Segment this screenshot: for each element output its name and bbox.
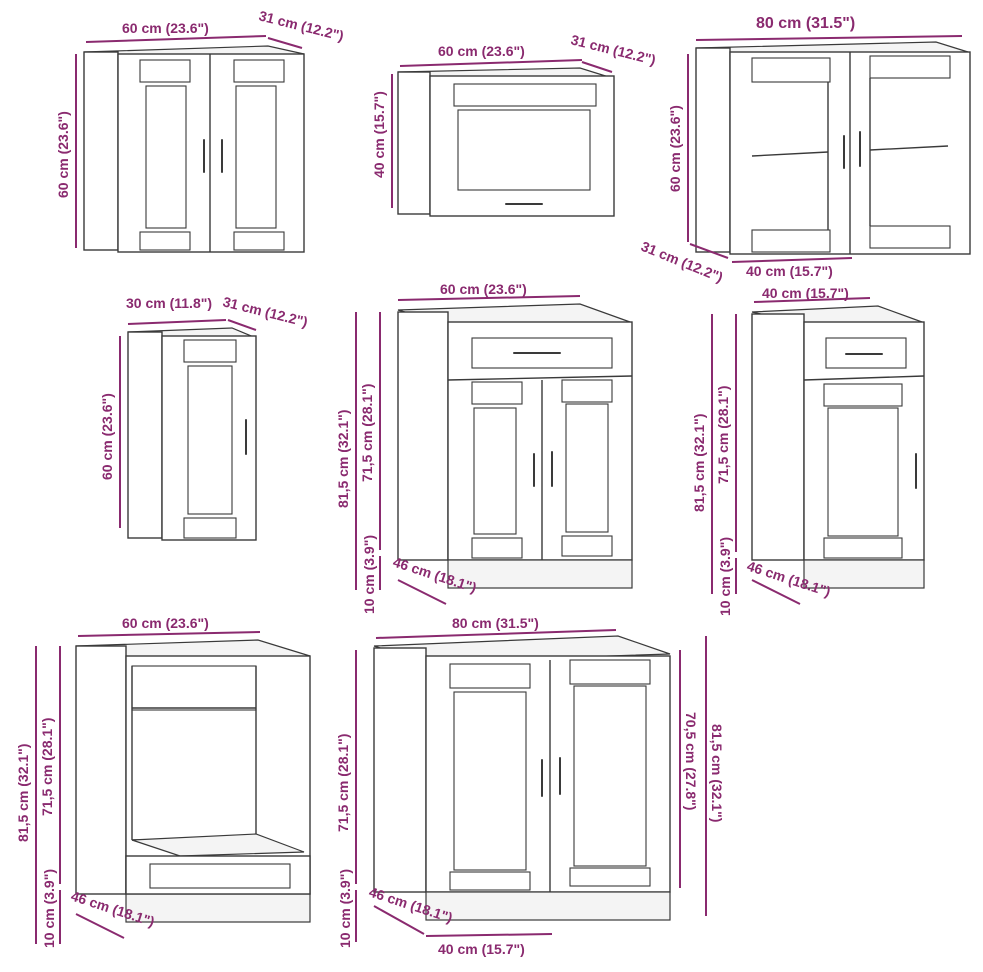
depth-label: 31 cm (12.2") xyxy=(221,293,309,330)
sink-cabinet-80: 80 cm (31.5") 71,5 cm (28.1") 10 cm (3.9… xyxy=(335,615,725,957)
plinth-height-label: 10 cm (3.9") xyxy=(717,537,733,616)
glass-cabinet-80: 80 cm (31.5") 60 cm (23.6") 31 cm (12.2"… xyxy=(639,15,971,285)
hood-cabinet-60: 60 cm (23.6") 31 cm (12.2") 40 cm (15.7"… xyxy=(371,31,657,217)
body-height-label: 71,5 cm (28.1") xyxy=(359,384,375,482)
width-label: 30 cm (11.8") xyxy=(126,295,212,311)
total-height-label: 81,5 cm (32.1") xyxy=(335,410,351,508)
inner-height-label: 70,5 cm (27.8") xyxy=(683,712,699,810)
width-label: 60 cm (23.6") xyxy=(440,281,527,297)
base-cabinet-60-drawer: 60 cm (23.6") 81,5 cm (32.1") 71,5 cm (2… xyxy=(335,281,633,614)
plinth-height-label: 10 cm (3.9") xyxy=(337,869,353,948)
wall-cabinet-60: 60 cm (23.6") 31 cm (12.2") 60 cm (23.6"… xyxy=(55,7,345,253)
height-label: 60 cm (23.6") xyxy=(667,105,683,192)
width-label: 60 cm (23.6") xyxy=(122,20,209,36)
wall-cabinet-30: 30 cm (11.8") 31 cm (12.2") 60 cm (23.6"… xyxy=(99,293,309,541)
height-label: 40 cm (15.7") xyxy=(371,91,387,178)
width-label: 40 cm (15.7") xyxy=(762,285,849,301)
height-label: 60 cm (23.6") xyxy=(55,111,71,198)
width-label: 80 cm (31.5") xyxy=(452,615,539,631)
body-height-label: 71,5 cm (28.1") xyxy=(715,386,731,484)
total-height-label: 81,5 cm (32.1") xyxy=(15,744,31,842)
width-label: 60 cm (23.6") xyxy=(438,43,525,59)
total-height-label: 81,5 cm (32.1") xyxy=(691,414,707,512)
body-height-label: 71,5 cm (28.1") xyxy=(39,718,55,816)
oven-cabinet-60: 60 cm (23.6") 81,5 cm (32.1") 71,5 cm (2… xyxy=(15,615,311,948)
width-label: 80 cm (31.5") xyxy=(756,15,855,32)
base-cabinet-40-drawer: 40 cm (15.7") 81,5 cm (32.1") 71,5 cm (2… xyxy=(691,285,925,616)
plinth-height-label: 10 cm (3.9") xyxy=(41,869,57,948)
width-label: 60 cm (23.6") xyxy=(122,615,209,631)
total-height-label: 81,5 cm (32.1") xyxy=(709,724,725,822)
height-label: 60 cm (23.6") xyxy=(99,393,115,480)
depth-bottom-label: 40 cm (15.7") xyxy=(438,941,525,957)
body-height-label: 71,5 cm (28.1") xyxy=(335,734,351,832)
depth-bottom-label: 40 cm (15.7") xyxy=(746,263,833,279)
plinth-height-label: 10 cm (3.9") xyxy=(361,535,377,614)
